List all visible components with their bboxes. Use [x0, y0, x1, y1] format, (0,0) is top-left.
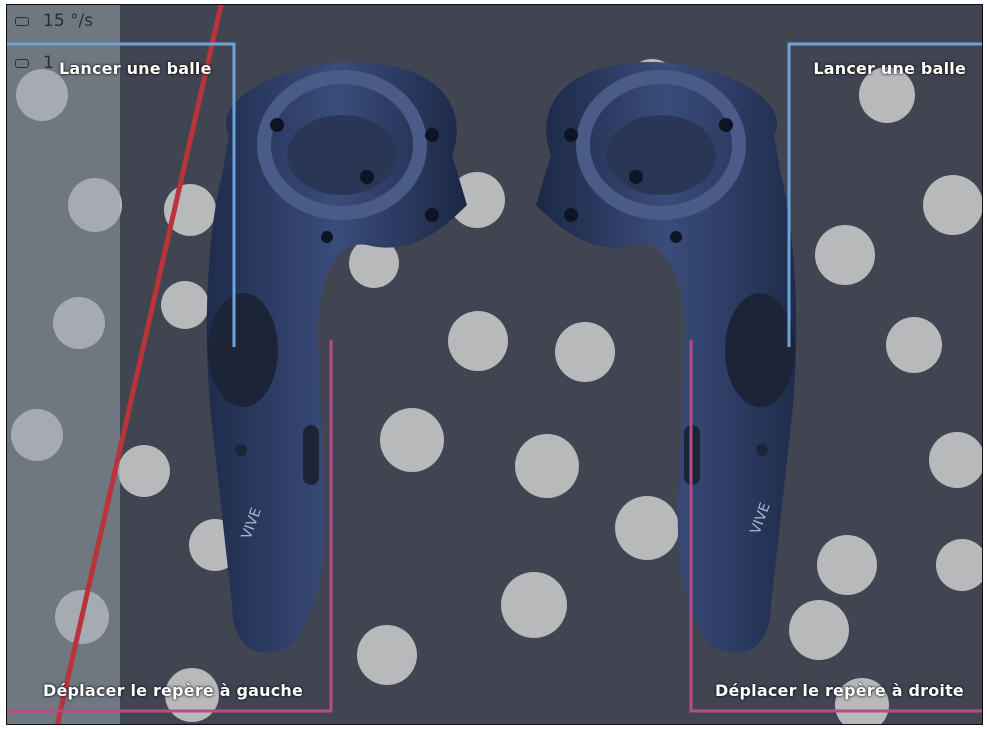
left-grip-callout-line — [7, 340, 331, 711]
right-grip-callout-line — [691, 340, 983, 711]
right-trigger-callout-line — [789, 44, 983, 347]
left-trigger-callout-line — [7, 44, 234, 347]
callout-lines — [7, 5, 983, 725]
vr-scene-viewport: 15 °/s 1 VIVE — [6, 4, 983, 725]
right-grip-label: Déplacer le repère à droite — [715, 681, 964, 700]
left-grip-label: Déplacer le repère à gauche — [43, 681, 303, 700]
left-trigger-label: Lancer une balle — [59, 59, 212, 78]
right-trigger-label: Lancer une balle — [813, 59, 966, 78]
